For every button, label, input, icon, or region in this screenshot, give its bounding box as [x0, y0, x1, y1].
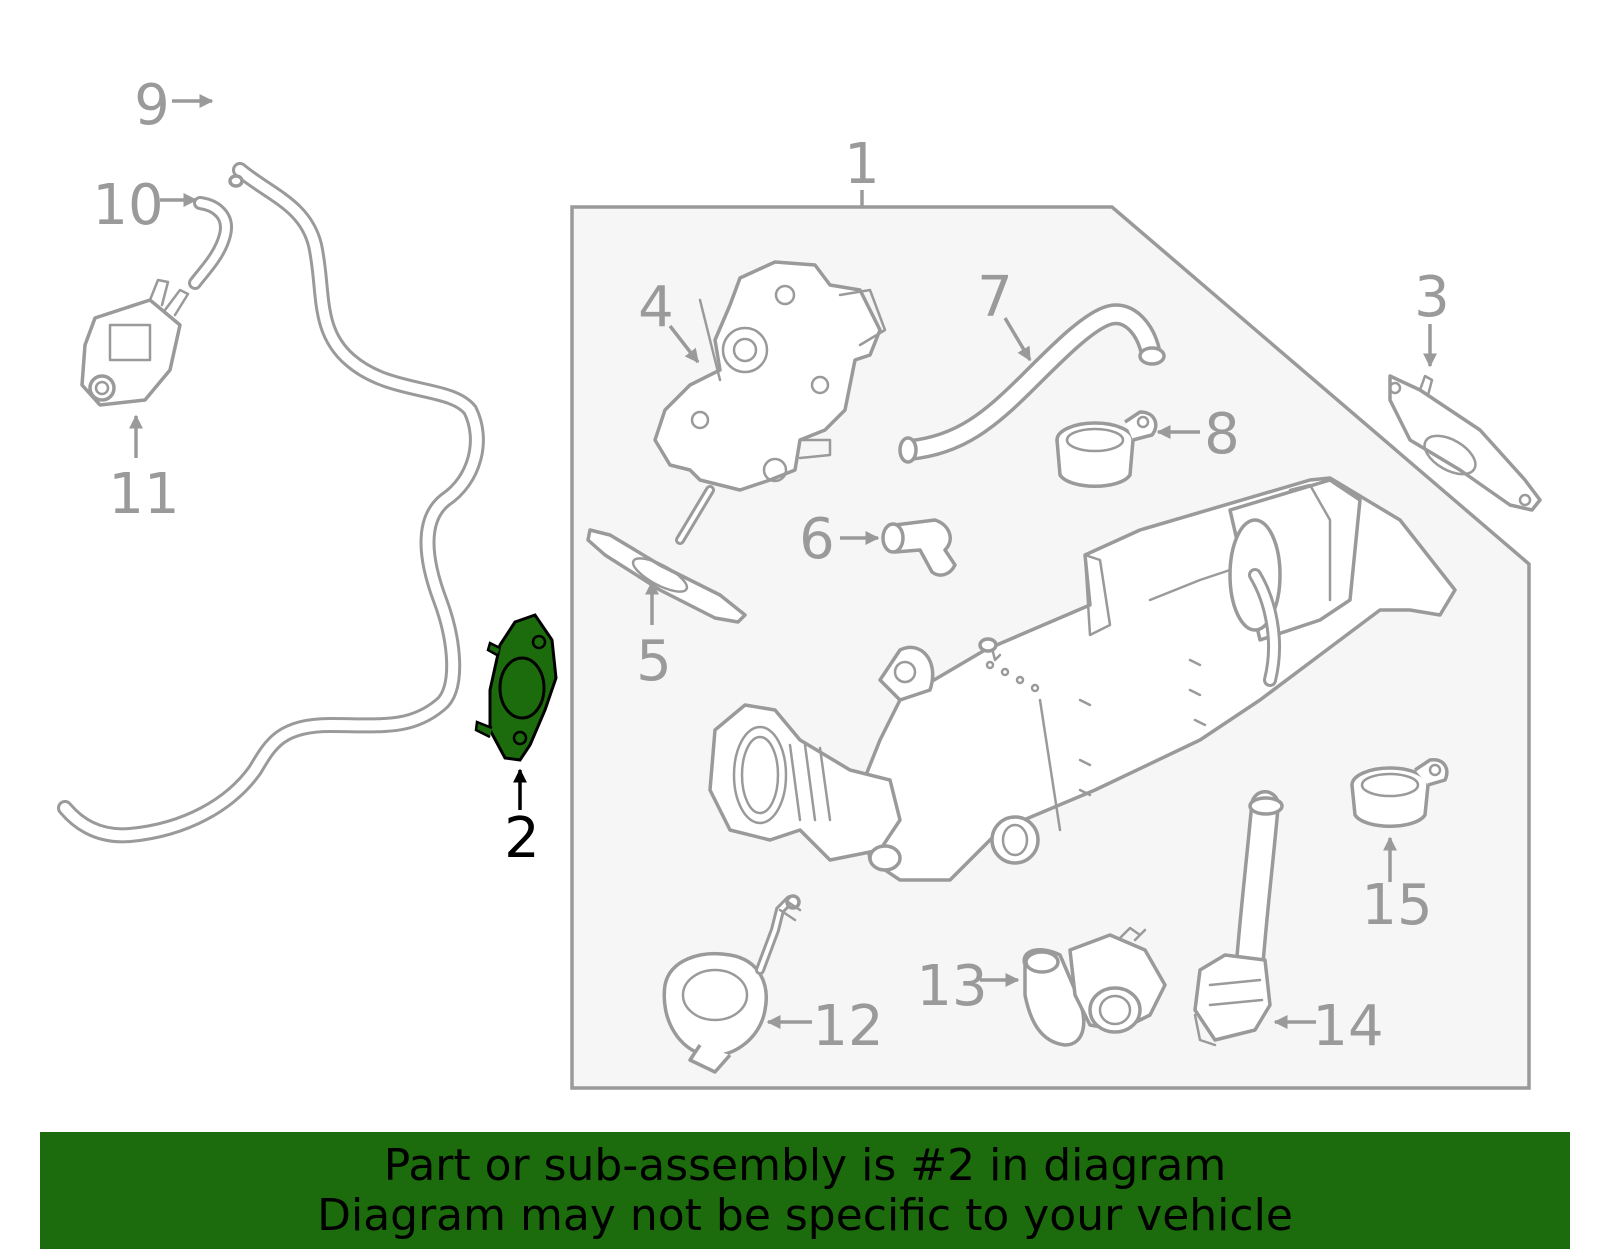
callout-13[interactable]: 13: [916, 954, 987, 1019]
callout-4[interactable]: 4: [638, 275, 674, 340]
callout-7-leader: [1003, 317, 1032, 362]
banner-line-1: Part or sub-assembly is #2 in diagram: [383, 1139, 1227, 1191]
callout-6[interactable]: 6: [799, 507, 835, 572]
callout-1[interactable]: 1: [844, 132, 880, 197]
part-14-hose-coupling[interactable]: [1193, 790, 1284, 1047]
callout-10[interactable]: 10: [92, 173, 163, 238]
part-3-gasket[interactable]: [1388, 374, 1542, 512]
part-8-clamp[interactable]: [1055, 410, 1158, 488]
callout-8[interactable]: 8: [1204, 402, 1240, 467]
callout-7[interactable]: 7: [977, 265, 1013, 330]
part-12-actuator[interactable]: [662, 894, 802, 1074]
callout-4-leader: [668, 324, 700, 364]
egr-cooler[interactable]: [708, 476, 1457, 882]
part-9-hose[interactable]: [57, 17, 485, 844]
callout-12[interactable]: 12: [812, 994, 883, 1059]
part-10-small-hose[interactable]: [188, 196, 233, 290]
part-7-pipe[interactable]: [898, 303, 1166, 464]
banner-line-2: Diagram may not be specific to your vehi…: [317, 1189, 1293, 1241]
part-15-clamp[interactable]: [1350, 758, 1449, 828]
part-6-elbow[interactable]: [881, 518, 957, 577]
callout-3[interactable]: 3: [1414, 265, 1450, 330]
part-2-gasket[interactable]: [474, 613, 558, 762]
callout-11[interactable]: 11: [108, 462, 179, 527]
part-13-connector[interactable]: [1022, 926, 1167, 1047]
info-banner: Part or sub-assembly is #2 in diagram Di…: [40, 1132, 1570, 1249]
callout-15[interactable]: 15: [1361, 873, 1432, 938]
callout-5[interactable]: 5: [636, 629, 672, 694]
part-4-egr-valve[interactable]: [653, 260, 887, 545]
callout-14[interactable]: 14: [1312, 994, 1383, 1059]
callout-2[interactable]: 2: [504, 806, 540, 871]
part-11-valve[interactable]: [80, 278, 190, 407]
callout-9[interactable]: 9: [134, 73, 170, 138]
